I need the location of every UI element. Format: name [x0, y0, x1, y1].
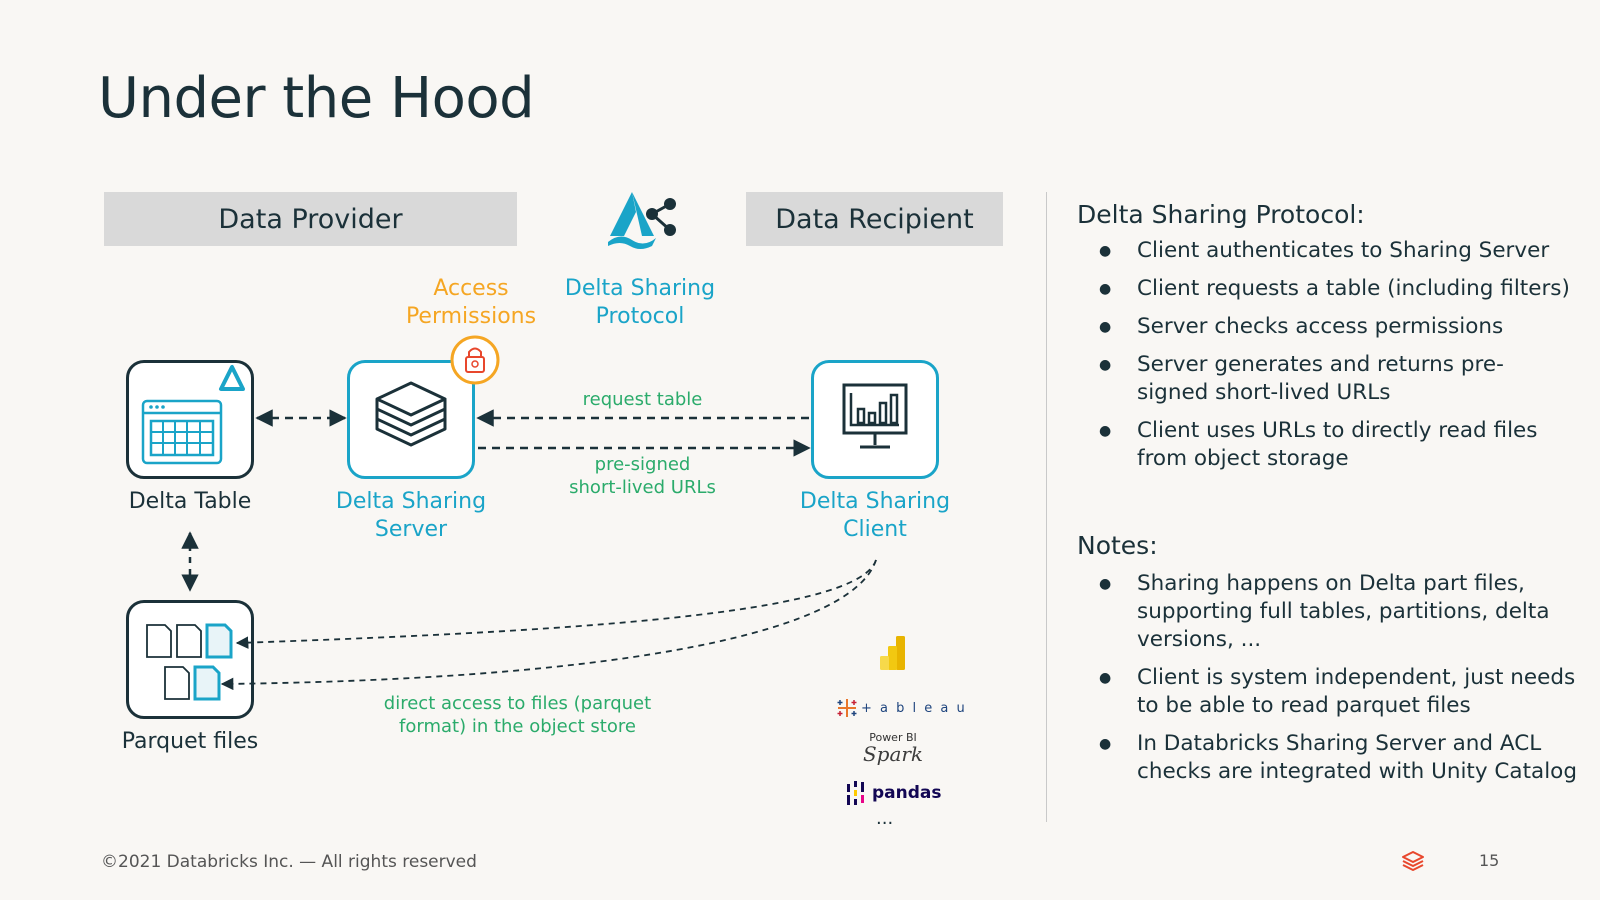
direct-access-arrow-2 [220, 559, 877, 691]
sharing-server-box [347, 360, 475, 479]
list-item: Sharing happens on Delta part files, sup… [1077, 570, 1567, 654]
pandas-bars-icon [847, 781, 864, 805]
list-item: Client requests a table (including filte… [1077, 275, 1597, 303]
list-item: In Databricks Sharing Server and ACL che… [1077, 730, 1587, 786]
data-recipient-header: Data Recipient [746, 192, 1003, 246]
request-table-label: request table [582, 389, 703, 410]
protocol-panel: Delta Sharing Protocol: Client authentic… [1077, 200, 1597, 483]
spark-text: Spark [862, 742, 924, 766]
tableau-cross-icon [837, 699, 857, 717]
delta-sharing-logo-icon [608, 192, 676, 249]
list-item: Client authenticates to Sharing Server [1077, 237, 1597, 265]
monitor-chart-icon [842, 383, 908, 449]
protocol-label: Delta Sharing Protocol [564, 276, 716, 329]
list-item: Server checks access permissions [1077, 313, 1597, 341]
copyright-footer: ©2021 Databricks Inc. — All rights reser… [101, 852, 477, 872]
panel-divider [1046, 192, 1047, 822]
notes-list: Sharing happens on Delta part files, sup… [1077, 570, 1597, 786]
delta-table-box [126, 360, 254, 479]
spark-top-text: Power BI [869, 731, 917, 744]
list-item: Client uses URLs to directly read files … [1077, 417, 1567, 473]
protocol-heading: Delta Sharing Protocol: [1077, 200, 1365, 229]
slide-title: Under the Hood [98, 66, 535, 131]
pandas-logo: pandas [846, 780, 942, 806]
protocol-list: Client authenticates to Sharing Server C… [1077, 237, 1597, 473]
files-icon [146, 623, 233, 701]
more-clients-ellipsis: ... [876, 808, 894, 829]
server-stack-icon [375, 381, 447, 447]
delta-table-icon [141, 365, 245, 465]
list-item: Server generates and returns pre-signed … [1077, 351, 1537, 407]
databricks-logo-icon [1402, 851, 1424, 871]
tableau-logo: + a b l e a u [835, 697, 967, 719]
notes-panel: Notes: Sharing happens on Delta part fil… [1077, 531, 1597, 796]
pandas-text: pandas [872, 783, 942, 803]
access-permissions-label: Access Permissions [405, 276, 537, 329]
powerbi-logo-icon [880, 636, 905, 670]
direct-access-label: direct access to files (parquet format) … [383, 693, 652, 737]
lock-icon [450, 335, 500, 385]
sharing-server-label: Delta Sharing Server [335, 489, 487, 542]
parquet-files-box [126, 600, 254, 719]
direct-access-arrow-1 [235, 559, 877, 649]
page-number: 15 [1479, 851, 1500, 870]
tableau-text: + a b l e a u [861, 700, 967, 716]
notes-heading: Notes: [1077, 531, 1158, 560]
sharing-client-label: Delta Sharing Client [799, 489, 951, 542]
sharing-client-box [811, 360, 939, 479]
diagram-arrows [181, 409, 877, 691]
list-item: Client is system independent, just needs… [1077, 664, 1587, 720]
data-provider-header: Data Provider [104, 192, 517, 246]
spark-logo: Power BI Spark [858, 731, 928, 766]
presigned-label: pre-signed short-lived URLs [569, 454, 716, 498]
delta-table-label: Delta Table [128, 489, 252, 514]
parquet-files-label: Parquet files [121, 729, 259, 754]
